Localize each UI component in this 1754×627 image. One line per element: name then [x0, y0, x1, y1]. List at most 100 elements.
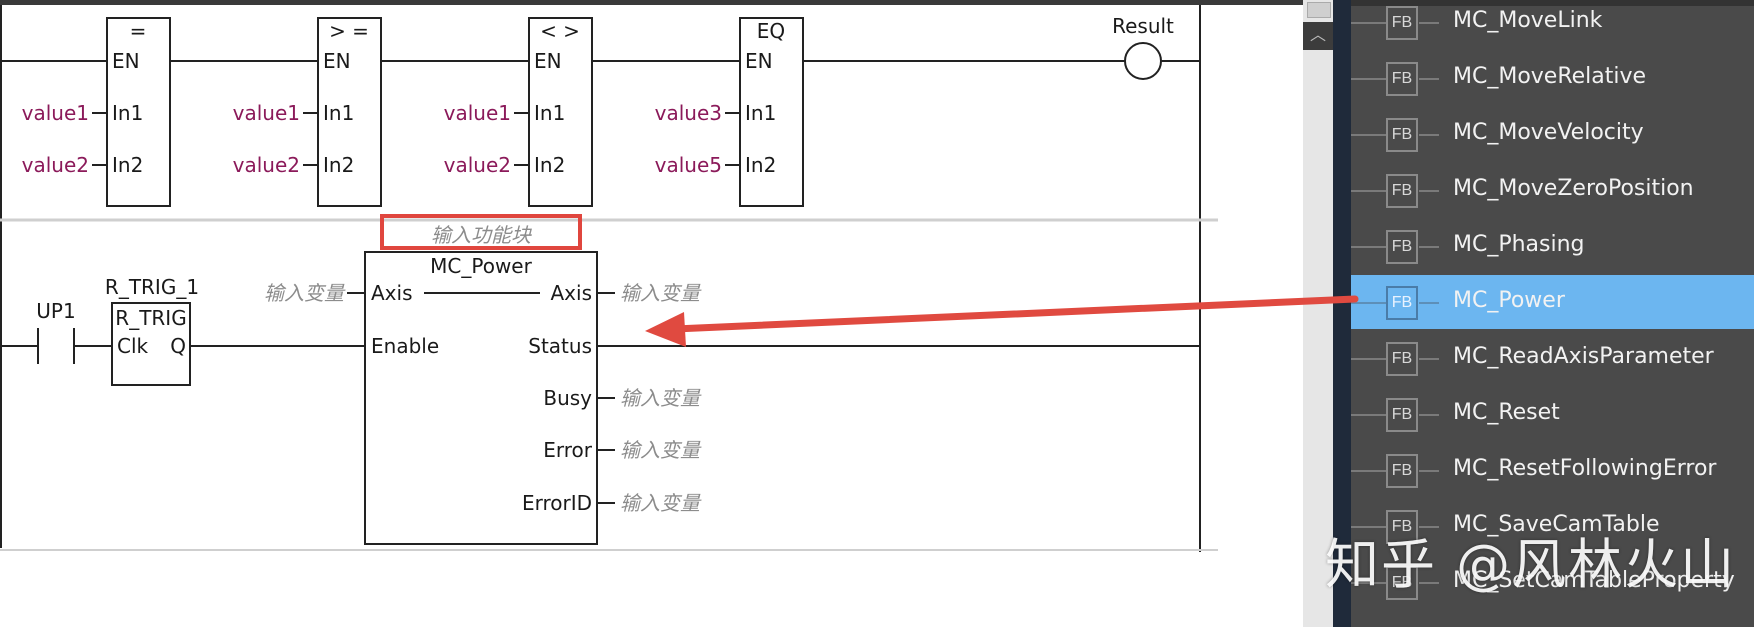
output-coil[interactable]: Result — [1112, 14, 1174, 80]
toolbox-item[interactable]: FB MC_Phasing — [1351, 219, 1754, 273]
input-variable-placeholder[interactable]: 输入变量 — [264, 281, 346, 305]
editor-top-border — [0, 0, 1303, 5]
compare-block-eq-fn[interactable]: EQ EN In1 In2 value3 value5 — [655, 17, 804, 207]
block-operator: = — [130, 19, 147, 43]
wire — [1419, 78, 1439, 80]
function-block-icon: FB — [1386, 118, 1418, 152]
output-variable-placeholder[interactable]: 输入变量 — [620, 438, 702, 462]
highlight-box — [380, 214, 582, 250]
function-block-icon: FB — [1386, 6, 1418, 40]
wire — [1351, 134, 1386, 136]
function-block-icon: FB — [1386, 566, 1418, 600]
toolbox-item-label: MC_Reset — [1453, 400, 1560, 425]
input-variable[interactable]: value2 — [22, 153, 89, 177]
wire — [1351, 470, 1386, 472]
toolbox-item-label: MC_MoveRelative — [1453, 64, 1647, 89]
output-variable-placeholder[interactable]: 输入变量 — [620, 281, 702, 305]
rung-2[interactable]: UP1 R_TRIG_1 R_TRIG Clk Q 输入功能块 MC_Power… — [1, 214, 1200, 545]
function-block-icon: FB — [1386, 230, 1418, 264]
pin-in2: In2 — [323, 153, 354, 177]
wire — [1419, 470, 1439, 472]
mc-power-block[interactable]: 输入功能块 MC_Power Axis Enable 输入变量 Axis Sta… — [264, 214, 1200, 545]
block-frame — [317, 17, 382, 207]
input-variable[interactable]: value2 — [444, 153, 511, 177]
input-variable[interactable]: value3 — [655, 101, 722, 125]
fb-instance-placeholder[interactable]: 输入功能块 — [431, 223, 532, 247]
wire — [1419, 246, 1439, 248]
wire — [1351, 358, 1386, 360]
wire — [1351, 22, 1386, 24]
toolbox-item[interactable]: FB MC_Reset — [1351, 387, 1754, 441]
coil-label[interactable]: Result — [1112, 14, 1174, 38]
pin-in2: In2 — [745, 153, 776, 177]
pin-en: EN — [323, 49, 351, 73]
compare-block-ne[interactable]: < > EN In1 In2 value1 value2 — [444, 17, 593, 207]
function-block-icon: FB — [1386, 62, 1418, 96]
pin-axis-out: Axis — [551, 281, 593, 305]
input-variable[interactable]: value5 — [655, 153, 722, 177]
wire — [1419, 134, 1439, 136]
watermark: 知乎 @风林火山 — [1325, 533, 1737, 596]
r-trig-block[interactable]: R_TRIG_1 R_TRIG Clk Q — [105, 275, 365, 386]
rung-1[interactable]: = EN In1 In2 value1 value2 > = EN In1 In… — [1, 14, 1200, 207]
toolbox-item-label: MC_SetCamTableProperty — [1453, 568, 1735, 593]
output-variable-placeholder[interactable]: 输入变量 — [620, 386, 702, 410]
ladder-editor[interactable]: = EN In1 In2 value1 value2 > = EN In1 In… — [0, 0, 1303, 627]
compare-block-eq[interactable]: = EN In1 In2 value1 value2 — [22, 17, 171, 207]
wire — [1351, 302, 1386, 304]
output-variable-placeholder[interactable]: 输入变量 — [620, 491, 702, 515]
block-operator: > = — [329, 19, 369, 43]
wire — [1419, 22, 1439, 24]
toolbox-item-label: MC_MoveLink — [1453, 8, 1603, 33]
pin-error: Error — [543, 438, 593, 462]
toolbox-item-label: MC_Power — [1453, 288, 1565, 313]
compare-block-ge[interactable]: > = EN In1 In2 value1 value2 — [233, 17, 382, 207]
function-block-icon: FB — [1386, 286, 1418, 320]
toolbox-item[interactable]: FB MC_Power — [1351, 275, 1754, 329]
toolbox-item-label: MC_Phasing — [1453, 232, 1585, 257]
wire — [1419, 302, 1439, 304]
wire — [1419, 582, 1439, 584]
trig-instance[interactable]: R_TRIG_1 — [105, 275, 199, 299]
function-block-icon: FB — [1386, 398, 1418, 432]
wire — [1419, 414, 1439, 416]
pin-in1: In1 — [112, 101, 143, 125]
toolbox-item[interactable]: FB MC_MoveVelocity — [1351, 107, 1754, 161]
toolbox-item-label: MC_MoveVelocity — [1453, 120, 1644, 145]
input-variable[interactable]: value1 — [22, 101, 89, 125]
block-operator: < > — [540, 19, 580, 43]
toolbox-item-label: MC_ResetFollowingError — [1453, 456, 1717, 481]
contact-up1[interactable]: UP1 — [1, 299, 112, 364]
block-frame — [111, 302, 191, 386]
wire — [1351, 78, 1386, 80]
wire — [1351, 190, 1386, 192]
toolbox-item-label: MC_SaveCamTable — [1453, 512, 1660, 537]
pin-enable: Enable — [371, 334, 439, 358]
toolbox-item[interactable]: FB MC_SaveCamTable — [1351, 499, 1754, 553]
input-variable[interactable]: value1 — [233, 101, 300, 125]
toolbox-item[interactable]: FB MC_SetCamTableProperty — [1351, 555, 1754, 609]
scroll-thumb[interactable] — [1307, 2, 1331, 18]
wire — [1351, 526, 1386, 528]
pin-in1: In1 — [745, 101, 776, 125]
function-block-icon: FB — [1386, 342, 1418, 376]
trig-type: R_TRIG — [115, 306, 186, 330]
toolbox-item[interactable]: FB MC_MoveRelative — [1351, 51, 1754, 105]
contact-label[interactable]: UP1 — [36, 299, 75, 323]
wire — [1351, 582, 1386, 584]
ladder-canvas[interactable]: = EN In1 In2 value1 value2 > = EN In1 In… — [0, 0, 1303, 627]
chevron-up-icon[interactable]: ︿ — [1303, 22, 1333, 50]
function-block-icon: FB — [1386, 510, 1418, 544]
input-variable[interactable]: value1 — [444, 101, 511, 125]
pin-in2: In2 — [112, 153, 143, 177]
toolbox-item[interactable]: FB MC_MoveLink — [1351, 0, 1754, 49]
block-operator: EQ — [757, 19, 785, 43]
input-variable[interactable]: value2 — [233, 153, 300, 177]
fb-type: MC_Power — [430, 254, 532, 278]
block-frame — [739, 17, 804, 207]
pin-en: EN — [534, 49, 562, 73]
